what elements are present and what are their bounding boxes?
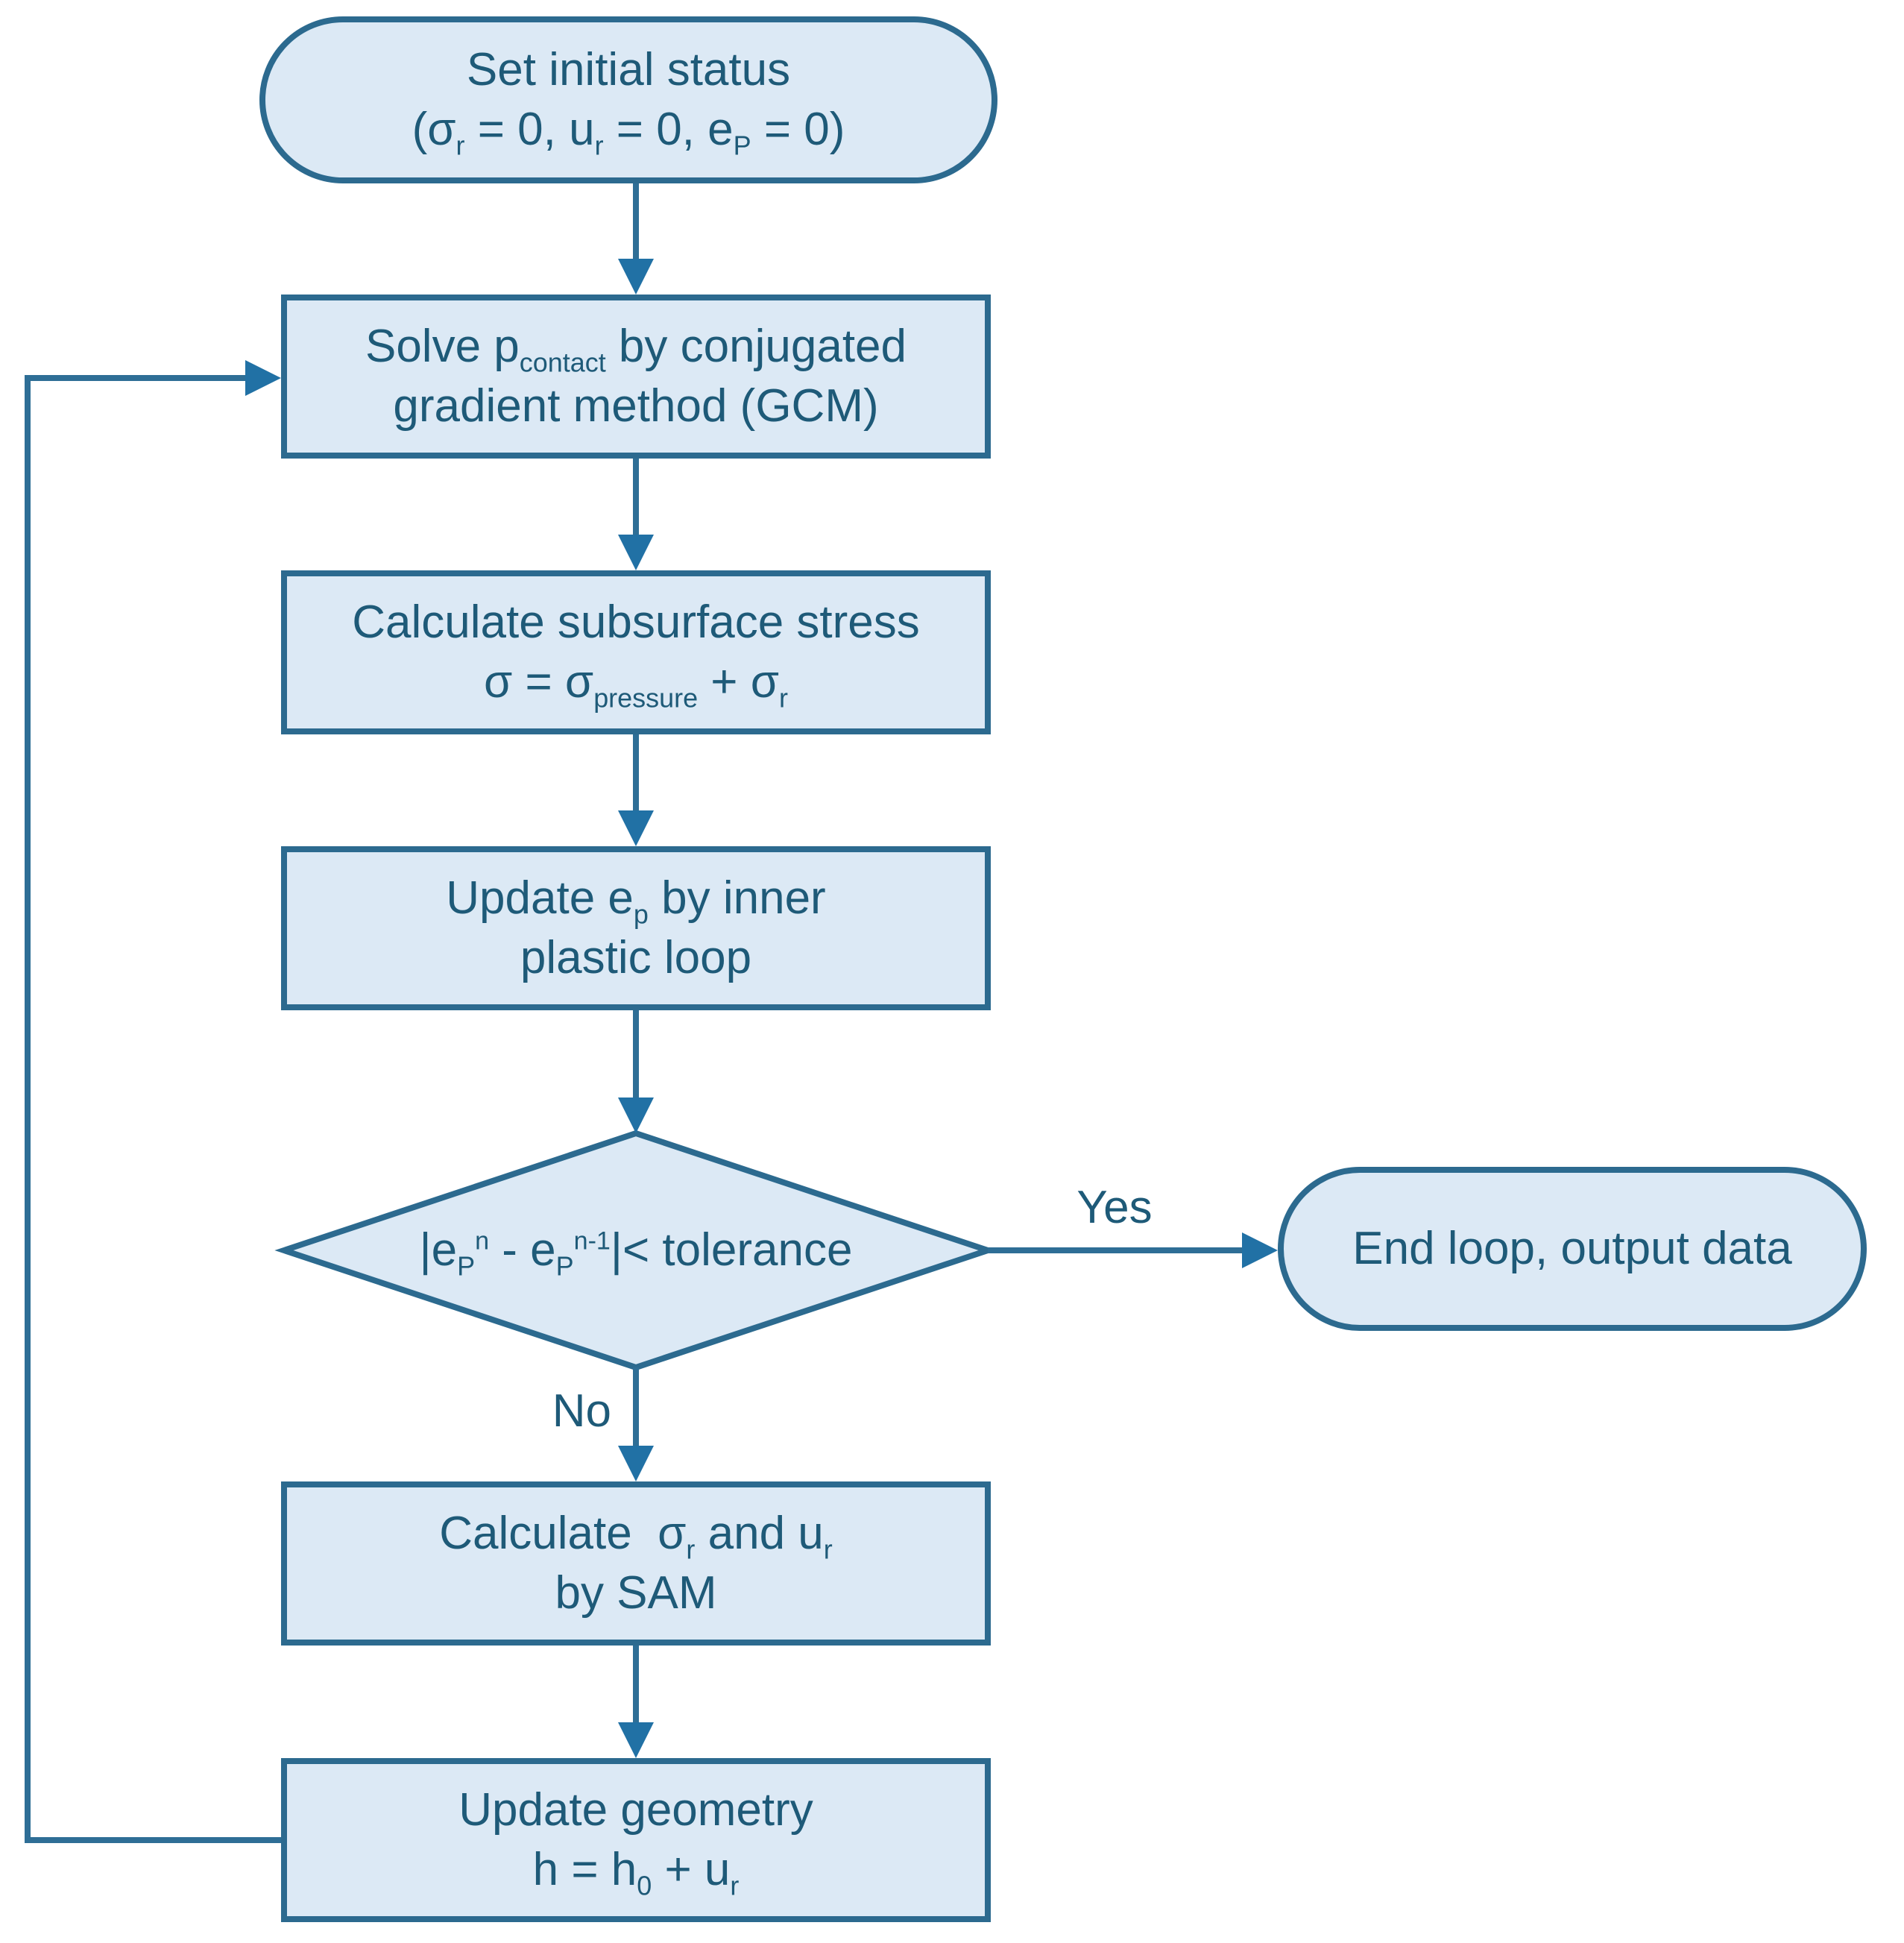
node-text-line: Set initial status bbox=[466, 44, 791, 95]
node-text-line: plastic loop bbox=[520, 932, 752, 983]
arrowhead-loopback-to-solve bbox=[245, 360, 281, 396]
node-text-line: (σr = 0, ur = 0, eP = 0) bbox=[412, 104, 845, 161]
node-text-line: Update ep by inner bbox=[446, 872, 826, 930]
no-label: No bbox=[552, 1385, 611, 1437]
arrowhead-stress-to-plastic bbox=[618, 810, 654, 846]
start-node: Set initial status (σr = 0, ur = 0, eP = … bbox=[259, 16, 997, 183]
node-text-line: gradient method (GCM) bbox=[393, 380, 879, 432]
update-geometry-box: Update geometry h = h0 + ur bbox=[281, 1758, 991, 1922]
arrowhead-start-to-solve bbox=[618, 259, 654, 295]
arrowhead-plastic-to-decision bbox=[618, 1098, 654, 1133]
node-text-line: Calculate σr and ur bbox=[439, 1508, 833, 1565]
decision-label: |ePn - ePn-1|< tolerance bbox=[313, 1163, 959, 1338]
node-text-line: h = h0 + ur bbox=[532, 1844, 740, 1901]
node-text-line: σ = σpressure + σr bbox=[483, 656, 788, 714]
node-text-line: |ePn - ePn-1|< tolerance bbox=[419, 1224, 853, 1282]
node-text-line: Update geometry bbox=[458, 1784, 813, 1836]
arrowhead-yes-to-end bbox=[1242, 1232, 1278, 1268]
node-text-line: Solve pcontact by conjugated bbox=[365, 321, 907, 378]
arrowhead-sam-to-geometry bbox=[618, 1722, 654, 1758]
node-text-line: by SAM bbox=[555, 1567, 717, 1619]
arrowhead-solve-to-stress bbox=[618, 535, 654, 570]
node-text-line: Calculate subsurface stress bbox=[352, 596, 920, 648]
subsurface-stress-box: Calculate subsurface stress σ = σpressure… bbox=[281, 570, 991, 734]
arrowhead-no-to-sam bbox=[618, 1446, 654, 1481]
yes-label: Yes bbox=[1076, 1182, 1153, 1233]
loopback-line-geometry-to-solve bbox=[25, 375, 281, 1843]
node-text-line: End loop, output data bbox=[1352, 1223, 1792, 1274]
end-node: End loop, output data bbox=[1278, 1167, 1867, 1331]
